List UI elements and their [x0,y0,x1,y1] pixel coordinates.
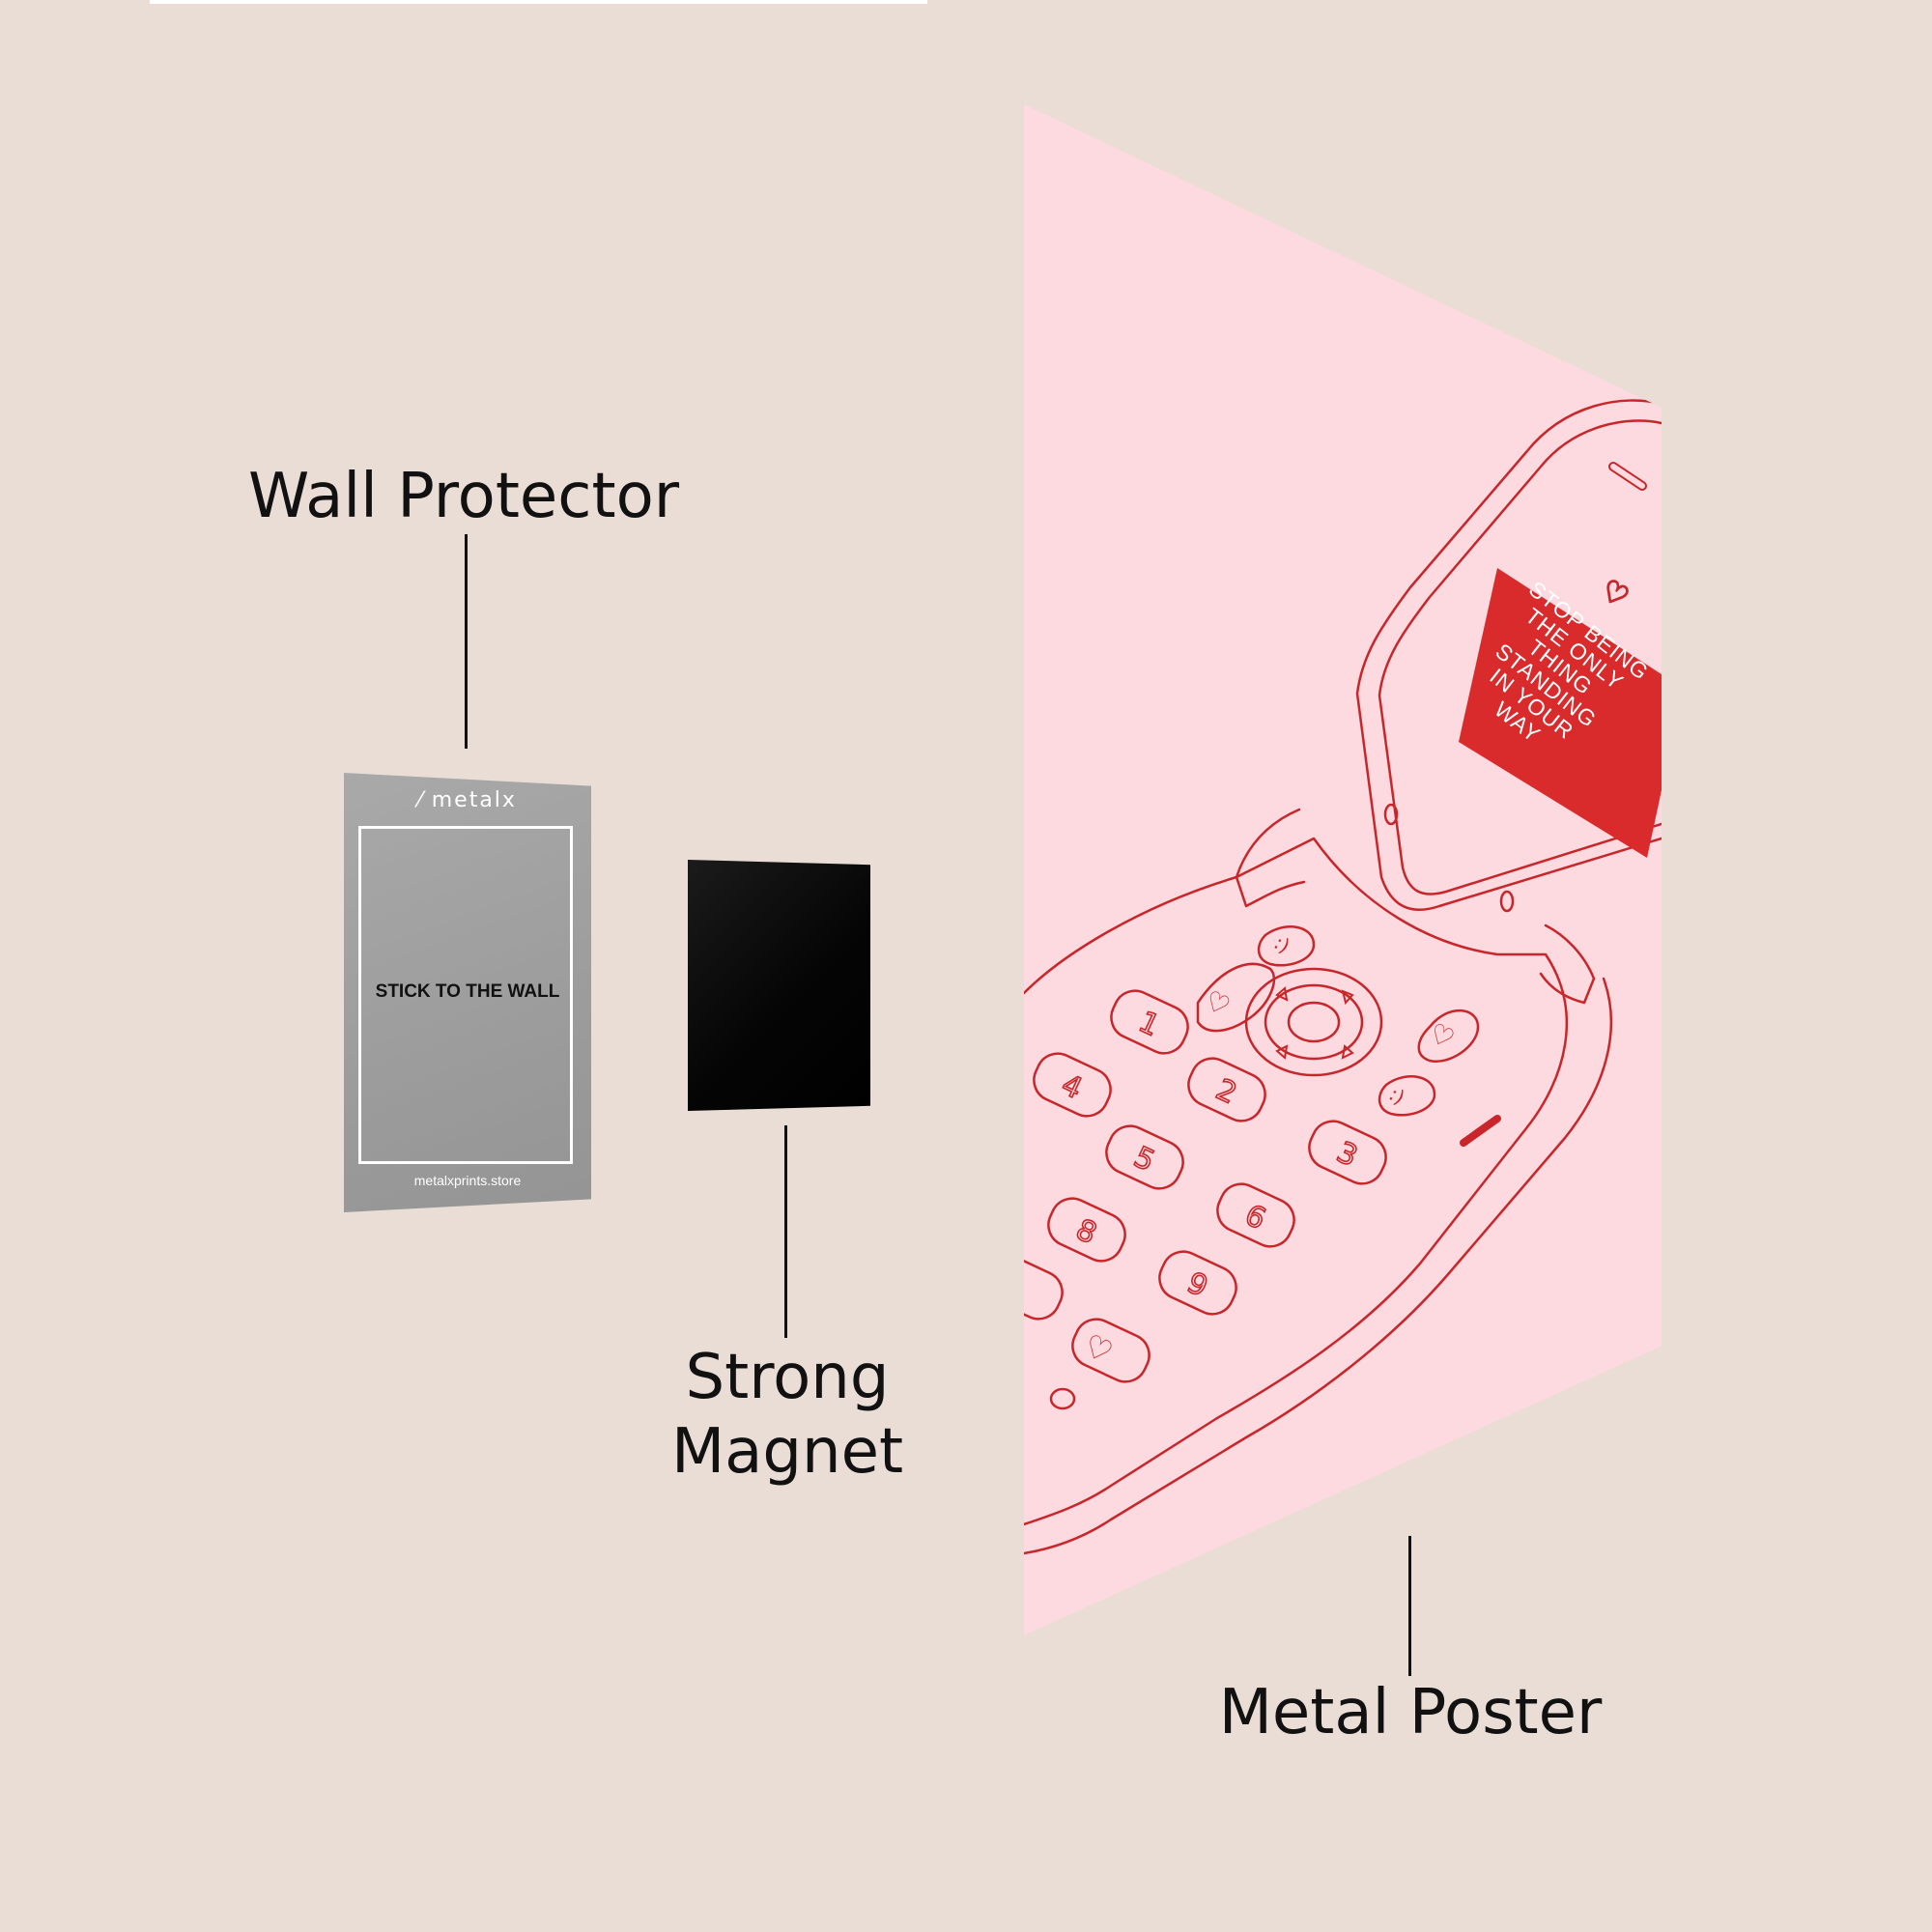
protector-instruction: STICK TO THE WALL [375,981,560,1002]
strong-magnet-label-line1: Strong [685,1342,890,1413]
key-9-label: 9 [1181,1265,1212,1304]
indicator-pill-2 [1499,890,1515,913]
key-4-label: 4 [1056,1067,1087,1106]
hinge-left [1235,808,1306,908]
nav-ring-outer [1244,967,1383,1077]
nav-arrow-down-right [1341,1044,1354,1060]
nav-arrow-down-left [1275,1044,1289,1060]
heart-icon: ♡ [1424,1016,1460,1056]
key-heart-bottom [1071,1318,1151,1383]
heart-key-right [1417,1009,1480,1064]
flip-lid-inner-outline [1378,419,1662,895]
phone-base-outline [1024,837,1569,1526]
protector-website: metalxprints.store [413,1173,522,1188]
metal-poster: ♡ ♡ ♡ ♡ :) :) 1 4 2 5 3 6 8 9 STOP BEING… [1024,104,1662,1635]
strong-magnet-connector-line [784,1125,787,1338]
metalx-logo-icon: ⁄ [418,788,424,812]
key-3-outline [1308,1120,1387,1185]
protector-frame [358,826,573,1164]
wall-protector-label: Wall Protector [247,461,680,532]
wall-protector-pad: ⁄ metalx STICK TO THE WALL metalxprints.s… [344,773,591,1212]
nav-arrow-up-right [1341,989,1354,1006]
heart-icon: ♡ [1200,983,1236,1023]
key-5-outline [1105,1124,1184,1190]
key-2-outline [1187,1057,1266,1122]
nav-ring-center [1287,1001,1341,1043]
key-6-label: 6 [1239,1198,1270,1236]
key-1-label: 1 [1133,1005,1164,1043]
smiley-key-right [1378,1075,1436,1117]
strong-magnet-square [688,860,870,1111]
flip-phone-illustration: ♡ ♡ ♡ ♡ :) :) 1 4 2 5 3 6 8 9 [1024,399,1662,1555]
top-edge-strip [150,0,927,4]
strong-magnet-label: Strong Magnet [638,1341,937,1490]
key-1-outline [1110,989,1189,1055]
smiley-icon: :) [1385,1082,1409,1109]
key-3-label: 3 [1331,1135,1362,1174]
smiley-key-top [1257,925,1316,967]
nav-arrow-up-left [1275,986,1289,1002]
strong-magnet-label-line2: Magnet [670,1415,904,1488]
key-9-outline [1158,1250,1237,1316]
phone-screen [1459,568,1662,858]
key-6-outline [1216,1182,1295,1248]
key-4-outline [1033,1052,1112,1118]
flip-lid-outline [1355,399,1662,911]
hinge-right [1539,923,1596,1005]
phone-base-back-outline [1024,977,1613,1555]
smiley-icon: :) [1270,930,1294,957]
key-2-label: 2 [1210,1072,1241,1111]
key-5-label: 5 [1128,1140,1159,1179]
protector-brand-text: metalx [431,788,517,812]
metal-poster-label: Metal Poster [1218,1677,1603,1748]
heart-key-left [1196,962,1276,1033]
nav-ring-middle [1264,983,1364,1061]
indicator-pill-1 [1383,803,1399,826]
wall-protector-connector-line [465,534,468,749]
key-partial-left [1024,1255,1064,1321]
key-8-outline [1047,1197,1126,1263]
side-slot [1460,1115,1501,1147]
key-8-label: 8 [1070,1212,1101,1251]
mic-hole [1049,1387,1076,1410]
protector-brand: ⁄ metalx [344,788,591,812]
metal-poster-connector-line [1408,1536,1411,1676]
heart-icon: ♡ [1595,573,1634,615]
